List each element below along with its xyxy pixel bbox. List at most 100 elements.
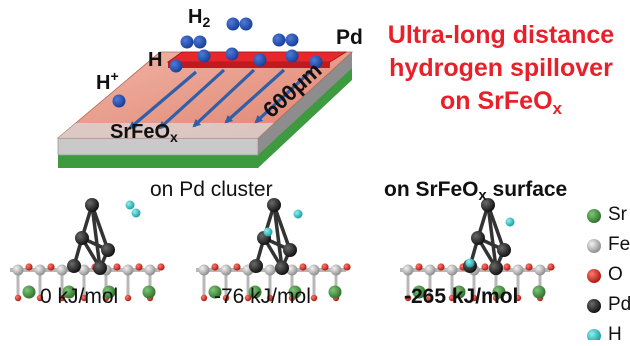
legend-pd-dot — [587, 299, 601, 313]
spillover-schematic — [56, 17, 354, 168]
h2-atom — [193, 35, 207, 49]
legend-fe-label: Fe — [608, 234, 630, 255]
fe-atom — [12, 264, 24, 276]
h2-atom — [239, 17, 253, 31]
h-atom — [465, 258, 475, 268]
o-atom — [25, 263, 33, 271]
h-atom — [293, 209, 303, 219]
pd-atom — [249, 259, 263, 273]
o-atom — [525, 263, 533, 271]
hplus-label: H+ — [96, 68, 119, 94]
h-atom — [225, 47, 239, 61]
legend-h-label: H — [608, 324, 622, 345]
o-atom — [47, 263, 55, 271]
h-atom — [263, 227, 273, 237]
o-atom — [343, 263, 351, 271]
o-atom — [448, 294, 456, 302]
sr-atom — [102, 285, 116, 299]
h2-atom — [226, 17, 240, 31]
pd-atom — [75, 231, 89, 245]
o-atom — [113, 263, 121, 271]
sr-atom — [22, 285, 36, 299]
fe-atom — [308, 264, 320, 276]
o-atom — [200, 294, 208, 302]
pd-bond — [90, 204, 102, 269]
sr-atom — [288, 285, 302, 299]
h2-label: H2 — [188, 6, 211, 30]
spillover-arrow — [158, 68, 226, 130]
substrate-side — [258, 52, 352, 155]
h-atom — [125, 200, 135, 210]
sr-atom — [62, 285, 76, 299]
fe-atom — [264, 264, 276, 276]
h2-atom — [285, 33, 299, 47]
o-atom — [404, 294, 412, 302]
fe-atom — [122, 264, 134, 276]
surface-front-band — [58, 123, 274, 138]
fe-atom — [512, 264, 524, 276]
o-atom — [135, 263, 143, 271]
pd-atom — [101, 243, 115, 257]
fe-atom — [402, 264, 414, 276]
fe-atom — [220, 264, 232, 276]
sr-atom — [248, 285, 262, 299]
pd-atom — [471, 231, 485, 245]
o-atom — [124, 294, 132, 302]
caption-surface: on SrFeOx surface — [384, 178, 568, 204]
pd-atom — [93, 261, 107, 275]
sr-atom — [412, 285, 426, 299]
hydrogen-atoms — [112, 17, 323, 108]
sr-atom — [452, 285, 466, 299]
legend-h-dot — [587, 329, 601, 340]
energy-state-2: -76 kJ/mol — [214, 285, 311, 308]
fe-atom — [144, 264, 156, 276]
pd-atom — [489, 261, 503, 275]
h-atom — [285, 49, 299, 63]
o-atom — [415, 263, 423, 271]
fe-atom — [198, 264, 210, 276]
fe-atom — [56, 264, 68, 276]
fe-atom — [424, 264, 436, 276]
o-atom — [470, 294, 478, 302]
fe-atom — [286, 264, 298, 276]
model-pd-cluster — [10, 198, 165, 302]
h-label: H — [148, 49, 163, 71]
legend-fe-dot — [587, 239, 601, 253]
o-atom — [310, 294, 318, 302]
o-atom — [503, 263, 511, 271]
legend-pd-label: Pd — [608, 294, 630, 315]
h-atom — [112, 94, 126, 108]
h-atom — [169, 59, 183, 73]
h-atom — [131, 208, 141, 218]
energy-state-1: 0 kJ/mol — [40, 285, 119, 308]
green-substrate-front — [58, 66, 352, 168]
pd-atom — [267, 198, 281, 212]
o-atom — [514, 294, 522, 302]
substrate-label: SrFeOx — [110, 121, 178, 145]
pd-atom — [67, 259, 81, 273]
h2-atom — [180, 35, 194, 49]
o-atom — [426, 294, 434, 302]
pd-atom — [85, 198, 99, 212]
legend-sr-label: Sr — [608, 204, 627, 225]
o-atom — [244, 294, 252, 302]
pd-atom — [283, 243, 297, 257]
o-atom — [222, 294, 230, 302]
sr-atom — [208, 285, 222, 299]
o-atom — [157, 263, 165, 271]
model-pd-cluster-adsorbed — [196, 198, 351, 302]
h-atom — [505, 217, 515, 227]
fe-atom — [534, 264, 546, 276]
sr-atom — [142, 285, 156, 299]
h-atom — [197, 49, 211, 63]
model-srfeox-surface — [400, 198, 555, 302]
title-line-1: Ultra-long distance — [387, 21, 615, 49]
pd-label: Pd — [336, 26, 363, 49]
title-line-3: on SrFeOx — [440, 87, 562, 118]
sr-atom — [328, 285, 342, 299]
fe-atom — [330, 264, 342, 276]
spillover-arrows — [128, 68, 314, 130]
sr-atom — [532, 285, 546, 299]
title-line-2: hydrogen spillover — [389, 54, 613, 82]
o-atom — [233, 263, 241, 271]
